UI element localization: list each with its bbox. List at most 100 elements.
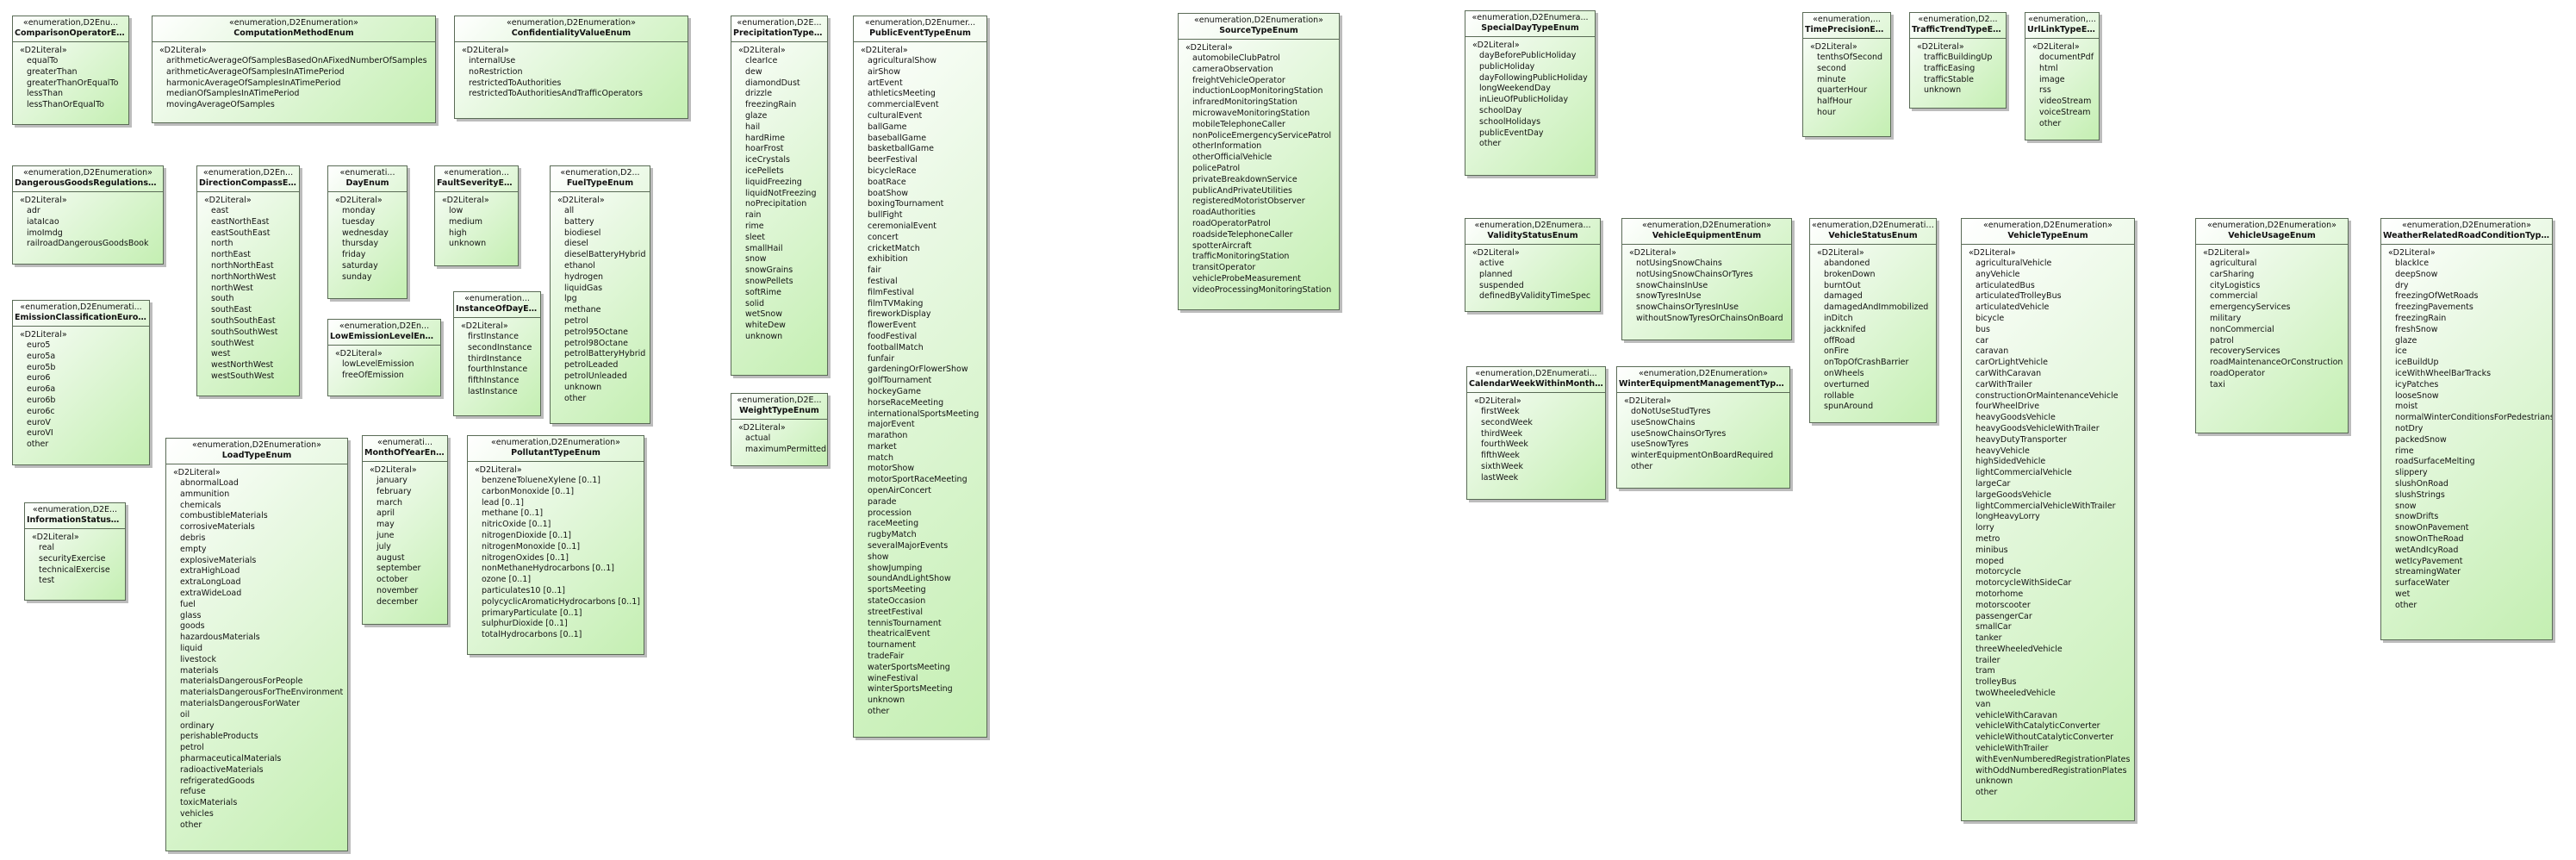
enum-class-box[interactable]: «enumeration,D2Enumeration»WeatherRelate… [2380, 218, 2553, 640]
literal-stereotype: «D2Literal» [1810, 42, 1857, 52]
class-name: DirectionCompassEnum [199, 178, 297, 188]
enum-literal: motorcycleWithSideCar [1976, 578, 2072, 589]
enum-class-box[interactable]: «enumeration,D2Enumeration»VehicleUsageE… [2195, 218, 2349, 433]
enum-literal: normalWinterConditionsForPedestrians [2395, 413, 2553, 423]
class-name: EmissionClassificationEuroEnum [15, 313, 147, 322]
enum-literal: notUsingSnowChainsOrTyres [1636, 269, 1753, 279]
enum-class-box[interactable]: «enumeration,D2...FuelTypeEnum«D2Literal… [550, 165, 650, 424]
enum-class-box[interactable]: «enumeration,D2...TrafficTrendTypeEnum«D… [1909, 12, 2007, 109]
enum-literal: internationalSportsMeeting [868, 408, 980, 419]
enum-literal: registeredMotoristObserver [1192, 196, 1305, 207]
enum-literal: festival [868, 276, 898, 286]
enum-literal: other [868, 707, 890, 717]
class-name: TimePrecisionEnum [1805, 25, 1888, 34]
enum-literal: streamingWater [2395, 567, 2461, 577]
enum-literal: suspended [1479, 280, 1524, 290]
enum-literal: sportsMeeting [868, 585, 926, 595]
enum-class-box[interactable]: «enumeration,D2Enumerati...EmissionClass… [12, 300, 150, 465]
enum-literal: dayFollowingPublicHoliday [1479, 72, 1588, 83]
enum-class-box[interactable]: «enumerati...MonthOfYearEnum«D2Literal»j… [362, 435, 448, 625]
enum-literal: harmonicAverageOfSamplesInATimePeriod [166, 78, 341, 88]
class-header: «enumeration,...UrlLinkTypeEnum [2025, 13, 2099, 39]
enum-literal: dew [745, 66, 762, 77]
class-stereotype: «enumeration,D2Enumeration» [2402, 221, 2531, 230]
enum-literal: snowChainsInUse [1636, 280, 1708, 290]
class-name: ConfidentialityValueEnum [511, 28, 632, 38]
enum-literal: internalUse [469, 56, 516, 65]
enum-class-box[interactable]: «enumeration,D2En...LowEmissionLevelEnum… [327, 319, 441, 396]
enum-literal: snowPellets [745, 276, 793, 286]
enum-class-box[interactable]: «enumeration,D2Enumeration»SourceTypeEnu… [1178, 13, 1340, 310]
enum-literal: smallCar [1976, 622, 2012, 633]
enum-class-box[interactable]: «enumeration,D2Enumeration»Confidentiali… [454, 16, 688, 119]
enum-literal: euro5b [27, 362, 56, 372]
enum-class-box[interactable]: «enumeration...FaultSeverityEnum«D2Liter… [434, 165, 519, 266]
enum-literal: secondWeek [1481, 417, 1533, 427]
enum-class-box[interactable]: «enumeration,D2Enumerati...CalendarWeekW… [1466, 366, 1606, 500]
enum-literal: fifthWeek [1481, 451, 1520, 461]
literal-stereotype: «D2Literal» [475, 465, 522, 475]
enum-class-box[interactable]: «enumeration,D2Enumera...ValidityStatusE… [1465, 218, 1601, 312]
enum-class-box[interactable]: «enumeration,D2Enumeration»DangerousGood… [12, 165, 164, 265]
enum-literal: liquidNotFreezing [745, 188, 817, 198]
enum-literal: freshSnow [2395, 324, 2438, 334]
enum-literal: sleet [745, 232, 766, 242]
enum-literal: chemicals [180, 500, 221, 510]
enum-literal: nonCommercial [2210, 324, 2274, 334]
enum-class-box[interactable]: «enumeration...InstanceOfDayEnum«D2Liter… [453, 291, 541, 416]
enum-literal: west [211, 349, 231, 359]
class-stereotype: «enumeration,D2... [560, 168, 640, 178]
enum-literal: offRoad [1824, 335, 1856, 346]
enum-literal: freightVehicleOperator [1192, 75, 1285, 85]
enum-literal: schoolHolidays [1479, 116, 1541, 127]
enum-class-box[interactable]: «enumeration,...TimePrecisionEnum «D2Lite… [1802, 12, 1891, 137]
enum-class-box[interactable]: «enumeration,D2E...PrecipitationTypeEnum… [731, 16, 828, 376]
enum-literal: notUsingSnowChains [1636, 259, 1722, 268]
enum-literal: videoProcessingMonitoringStation [1192, 284, 1332, 295]
enum-class-box[interactable]: «enumeration,D2Enumeration»VehicleStatus… [1809, 218, 1937, 423]
class-stereotype: «enumeration,D2E... [737, 18, 822, 28]
class-name: FaultSeverityEnum [437, 178, 516, 188]
class-name: LowEmissionLevelEnum [330, 332, 439, 341]
enum-literal: ethanol [564, 260, 595, 271]
enum-literal: inDitch [1824, 313, 1853, 323]
enum-class-box[interactable]: «enumeration,D2Enumeration»VehicleEquipm… [1621, 218, 1792, 340]
enum-literal: fourthInstance [468, 365, 528, 375]
literal-stereotype: «D2Literal» [20, 330, 67, 340]
enum-class-box[interactable]: «enumeration,D2Enumeration»VehicleTypeEn… [1961, 218, 2135, 821]
enum-class-box[interactable]: «enumeration,D2E...WeightTypeEnum«D2Lite… [731, 393, 828, 466]
enum-class-box[interactable]: «enumeration,D2En...DirectionCompassEnum… [196, 165, 300, 396]
enum-literal: totalHydrocarbons [0..1] [482, 630, 582, 640]
enum-literal: petrolLeaded [564, 360, 619, 371]
enum-class-box[interactable]: «enumeration,D2E...InformationStatusEnum… [24, 502, 126, 601]
enum-class-box[interactable]: «enumeration,D2Enumeration»PollutantType… [467, 435, 644, 655]
enum-literal: theatricalEvent [868, 629, 930, 639]
enum-class-box[interactable]: «enumeration,D2Enu...ComparisonOperatorE… [12, 16, 129, 125]
enum-literal: boxingTournament [868, 199, 944, 209]
enum-class-box[interactable]: «enumeration,...UrlLinkTypeEnum«D2Litera… [2025, 12, 2100, 140]
enum-literal: articulatedBus [1976, 280, 2035, 290]
enum-literal: other [180, 819, 202, 830]
enum-class-box[interactable]: «enumeration,D2Enumer...PublicEventTypeE… [853, 16, 987, 738]
enum-class-box[interactable]: «enumeration,D2Enumera...SpecialDayTypeE… [1465, 10, 1596, 176]
class-name: DangerousGoodsRegulationsEnum [15, 178, 161, 188]
enum-literal: noRestriction [469, 66, 523, 77]
enum-literal: dayBeforePublicHoliday [1479, 51, 1577, 60]
enum-literal: glaze [2395, 335, 2417, 346]
enum-literal: greaterThan [27, 66, 78, 77]
class-stereotype: «enumeration,... [1813, 15, 1881, 24]
enum-literal: fifthInstance [468, 376, 520, 386]
literal-stereotype: «D2Literal» [20, 46, 67, 55]
enum-class-box[interactable]: «enumeration,D2Enumeration»LoadTypeEnum«… [165, 438, 348, 851]
enum-literal: trafficStable [1924, 74, 1974, 84]
enum-class-box[interactable]: «enumeration,D2Enumeration»WinterEquipme… [1616, 366, 1790, 489]
class-name: UrlLinkTypeEnum [2027, 25, 2097, 34]
class-header: «enumeration,D2E...WeightTypeEnum [731, 394, 827, 420]
enum-class-box[interactable]: «enumeration,D2Enumeration»ComputationMe… [152, 16, 436, 123]
enum-literal: whiteDew [745, 321, 786, 331]
